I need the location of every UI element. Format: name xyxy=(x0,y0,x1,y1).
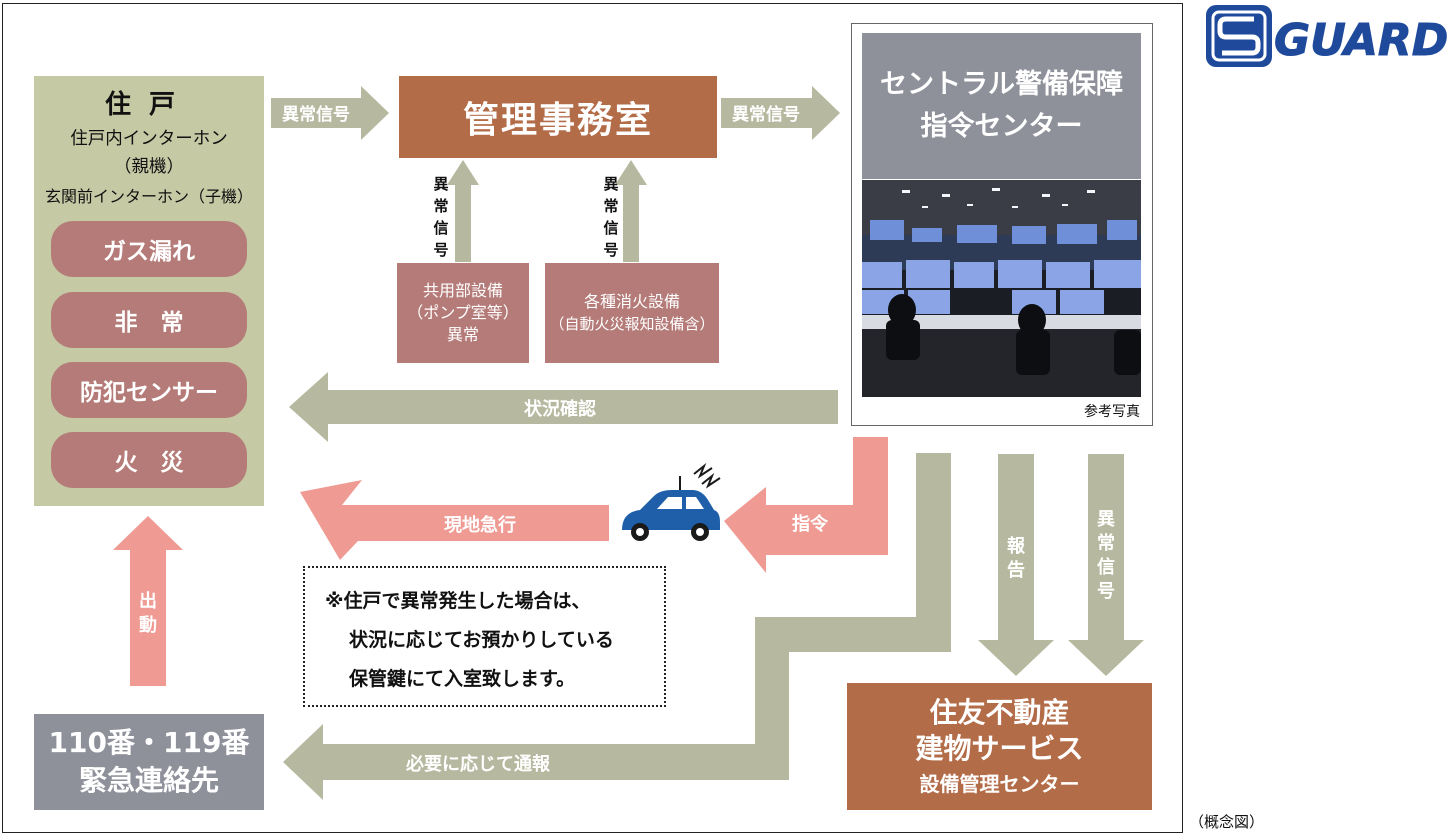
label-anomaly-3: 信 xyxy=(1097,556,1115,578)
sumitomo-building-service: 住友不動産 建物サービス 設備管理センター xyxy=(847,683,1152,810)
fire-pill: 火 災 xyxy=(51,432,247,488)
emergency-contacts: 110番・119番 緊急連絡先 xyxy=(34,714,264,810)
label-res-to-office: 異常信号 xyxy=(282,104,350,125)
security-sensor-pill: 防犯センサー xyxy=(51,362,247,418)
shared-line3: 異常 xyxy=(446,325,479,344)
concept-caption: （概念図） xyxy=(1189,813,1265,831)
label-dispatch-2: 動 xyxy=(139,614,157,636)
label-fire-to-office-1: 異 xyxy=(603,175,618,193)
sumitomo-line1: 住友不動産 xyxy=(929,695,1070,729)
note-box: ※住戸で異常発生した場合は、 状況に応じてお預かりしている 保管鍵にて入室致しま… xyxy=(303,566,666,707)
sguard-logo: GUARD xyxy=(1206,5,1448,67)
management-office: 管理事務室 xyxy=(399,76,717,158)
label-report-2: 告 xyxy=(1007,559,1025,581)
arrow-status-check xyxy=(289,372,838,442)
car-icon xyxy=(622,462,721,541)
arrow-rush xyxy=(300,480,609,560)
label-shared-to-office-2: 常 xyxy=(433,197,448,215)
residence-title: 住戸 xyxy=(104,90,193,120)
arrow-anomaly-sumitomo xyxy=(1068,454,1144,676)
photo-caption: 参考写真 xyxy=(1084,404,1140,420)
label-fire-to-office-2: 常 xyxy=(603,197,618,215)
label-dispatch-1: 出 xyxy=(139,590,157,612)
label-status-check: 状況確認 xyxy=(524,398,596,420)
arrow-fire-to-office xyxy=(615,160,647,262)
sumitomo-line3: 設備管理センター xyxy=(919,771,1080,796)
label-notify: 必要に応じて通報 xyxy=(405,753,551,775)
label-fire-to-office-3: 信 xyxy=(603,219,618,237)
label-anomaly-4: 号 xyxy=(1097,581,1115,602)
arrow-shared-to-office xyxy=(447,160,479,262)
emergency-line1: 110番・119番 xyxy=(48,726,250,759)
emergency-line2: 緊急連絡先 xyxy=(78,764,219,797)
logo-text: GUARD xyxy=(1274,15,1448,66)
arrow-notify xyxy=(283,453,951,800)
label-report-1: 報 xyxy=(1007,535,1026,557)
label-shared-to-office-1: 異 xyxy=(433,175,448,193)
central-line2: 指令センター xyxy=(920,111,1083,142)
residence-intercom-master-paren: （親機） xyxy=(114,157,184,177)
diagram-frame xyxy=(2,3,1183,833)
shared-line1: 共用部設備 xyxy=(422,281,503,300)
label-shared-to-office-4: 号 xyxy=(433,241,448,259)
fire-line1: 各種消火設備 xyxy=(583,292,680,311)
arrow-res-to-office xyxy=(271,86,389,140)
arrow-command xyxy=(724,437,888,573)
label-anomaly-2: 常 xyxy=(1097,532,1115,554)
note-line1: ※住戸で異常発生した場合は、 xyxy=(325,590,591,612)
sumitomo-line2: 建物サービス xyxy=(915,731,1084,765)
gas-leak-pill: ガス漏れ xyxy=(51,221,247,277)
residence-intercom-master: 住戸内インターホン xyxy=(70,129,228,149)
central-center-header: セントラル警備保障 指令センター xyxy=(862,33,1141,179)
label-rush: 現地急行 xyxy=(444,514,516,536)
control-room-photo xyxy=(862,180,1141,397)
arrow-dispatch xyxy=(113,516,183,686)
fire-equipment-box: 各種消火設備 （自動火災報知設備含） xyxy=(545,263,719,363)
arrow-report xyxy=(978,454,1054,676)
arrow-office-to-center xyxy=(721,86,840,140)
residence-intercom-door: 玄関前インターホン（子機） xyxy=(44,187,253,206)
label-fire-to-office-4: 号 xyxy=(603,241,618,259)
note-line2: 状況に応じてお預かりしている xyxy=(349,629,614,651)
label-command: 指令 xyxy=(792,513,829,535)
label-shared-to-office-3: 信 xyxy=(433,219,448,237)
central-line1: セントラル警備保障 xyxy=(880,69,1123,100)
shared-line2: （ポンプ室等） xyxy=(407,303,519,322)
label-office-to-center: 異常信号 xyxy=(732,104,800,125)
label-anomaly-1: 異 xyxy=(1097,509,1115,530)
emergency-pill: 非 常 xyxy=(51,292,247,348)
note-line3: 保管鍵にて入室致します。 xyxy=(349,668,576,690)
shared-equipment-box: 共用部設備 （ポンプ室等） 異常 xyxy=(397,263,529,363)
fire-line2: （自動火災報知設備含） xyxy=(549,315,715,333)
